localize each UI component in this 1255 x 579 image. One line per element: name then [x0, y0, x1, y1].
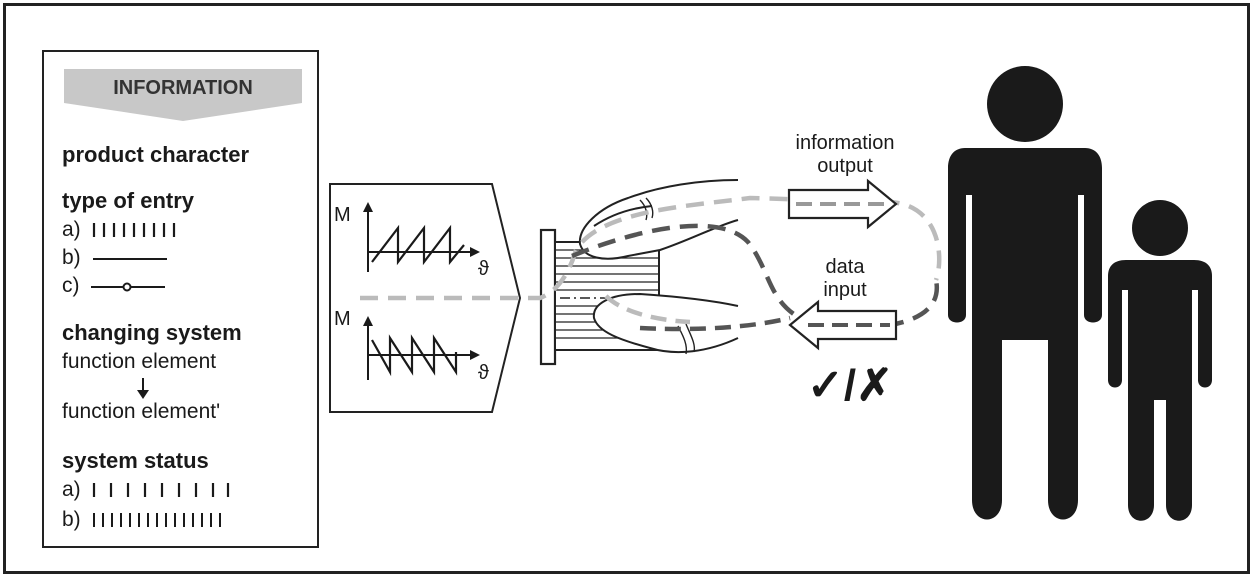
entry-option-c: c)	[62, 274, 169, 298]
graph-top-y-label: M	[334, 204, 351, 226]
data-input-line1: data	[825, 256, 865, 278]
entry-option-c-label: c)	[62, 274, 80, 297]
dense-ticks-icon	[92, 513, 221, 528]
information-output-label: information output	[770, 132, 920, 178]
accept-reject-indicator: ✓/✗	[807, 361, 893, 410]
entry-option-b-label: b)	[62, 246, 81, 269]
status-option-a: a)	[62, 478, 231, 502]
torque-graph-top	[363, 202, 480, 272]
thumb-shape	[578, 179, 739, 260]
sparse-ticks-icon	[92, 483, 229, 498]
status-option-a-label: a)	[62, 478, 81, 501]
information-loop-light	[360, 195, 942, 301]
information-loop-dark-lower	[639, 315, 791, 332]
changing-system-heading: changing system	[62, 320, 242, 345]
entry-option-b: b)	[62, 246, 171, 270]
line-with-point-icon	[91, 282, 166, 292]
function-element-text: function element	[62, 350, 217, 373]
status-option-b: b)	[62, 508, 231, 532]
graph-bottom-y-label: M	[334, 308, 351, 330]
information-loop-dark	[571, 223, 940, 328]
data-input-line2: input	[823, 279, 867, 301]
status-option-b-label: b)	[62, 508, 81, 531]
product-character-heading: product character	[62, 142, 250, 167]
information-loop-light-lower	[604, 294, 691, 325]
continuous-line-icon	[92, 258, 167, 261]
information-panel: INFORMATION product character type of en…	[42, 50, 319, 548]
tap-ticks-icon	[92, 223, 175, 238]
data-input-label: data input	[800, 256, 890, 302]
graph-bottom-x-label: ϑ	[478, 362, 489, 384]
function-element-prime-text: function element'	[62, 400, 221, 423]
graph-top-x-label: ϑ	[478, 258, 489, 280]
banner-arrow-shape	[64, 69, 302, 121]
torque-graph-bottom	[363, 316, 480, 380]
information-output-arrow	[787, 178, 898, 230]
adult-person-icon	[948, 66, 1102, 520]
child-person-icon	[1108, 200, 1212, 521]
information-title: INFORMATION	[113, 77, 253, 99]
system-status-heading: system status	[62, 448, 209, 473]
entry-option-a-label: a)	[62, 218, 81, 241]
information-output-line1: information	[795, 132, 895, 154]
information-banner: INFORMATION	[64, 69, 302, 121]
down-arrow-icon	[137, 378, 149, 399]
information-output-line2: output	[817, 155, 873, 177]
entry-option-a: a)	[62, 218, 181, 242]
type-of-entry-heading: type of entry	[62, 188, 195, 213]
